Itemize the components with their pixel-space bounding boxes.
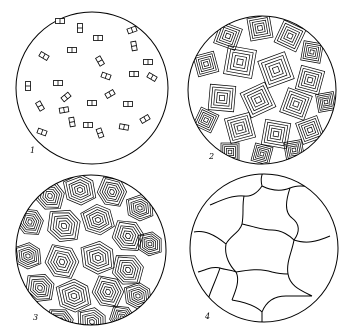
nucleus	[144, 60, 153, 65]
panel-2	[188, 15, 336, 165]
nucleus	[56, 19, 65, 24]
nucleus	[54, 81, 63, 86]
nucleus	[26, 82, 31, 91]
nucleus	[131, 41, 137, 51]
nucleus	[68, 48, 77, 53]
panel-label-2: 2	[209, 153, 214, 161]
panel-label-4: 4	[205, 313, 210, 321]
panel-4-circle	[190, 174, 338, 322]
panel-1-circle	[16, 12, 168, 164]
nucleus	[94, 36, 103, 41]
nucleus	[69, 117, 75, 127]
nucleus	[130, 72, 139, 77]
nucleus	[88, 101, 97, 106]
nucleus	[124, 102, 133, 107]
nucleus	[84, 123, 93, 128]
nucleus	[119, 124, 129, 130]
panel-4	[190, 170, 338, 322]
panel-3	[13, 172, 166, 332]
panel-1	[16, 12, 168, 164]
panel-label-3: 3	[33, 314, 38, 322]
panel-label-1: 1	[30, 147, 35, 155]
nucleus	[78, 24, 83, 33]
nucleus	[59, 107, 69, 113]
